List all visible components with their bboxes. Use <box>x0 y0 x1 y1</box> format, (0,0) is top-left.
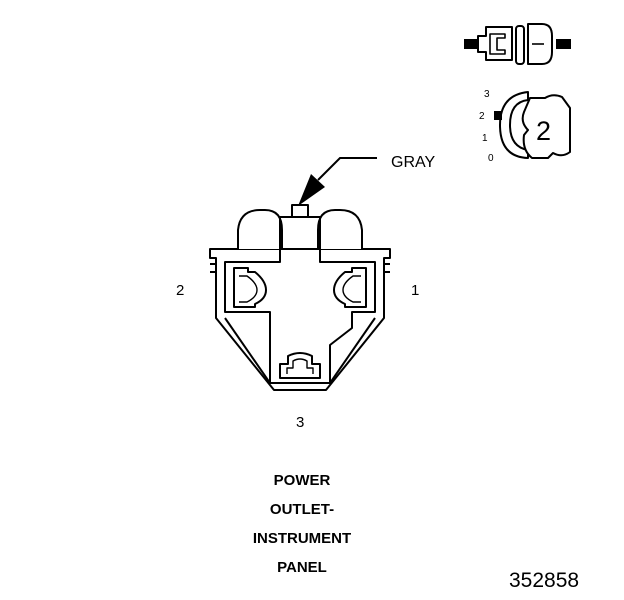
caption-line-1: POWER <box>274 472 331 489</box>
caption-line-4: PANEL <box>277 559 327 576</box>
caption-line-2: OUTLET- <box>270 501 334 518</box>
callout-leader <box>298 157 377 206</box>
caption-line-3: INSTRUMENT <box>253 530 351 547</box>
position-label-1: 1 <box>482 133 488 144</box>
position-label-0: 0 <box>488 153 494 164</box>
position-label-2: 2 <box>479 111 485 122</box>
position-label-3: 3 <box>484 89 490 100</box>
connector-end-view-icon <box>494 91 571 159</box>
pin-label-1: 1 <box>411 282 419 299</box>
pin-label-3: 3 <box>296 414 304 431</box>
connector-face <box>209 204 391 391</box>
color-callout-label: GRAY <box>391 154 435 171</box>
connector-side-view-icon <box>464 23 571 65</box>
figure-number: 352858 <box>509 569 579 592</box>
cavity-count-label: 2 <box>536 116 551 146</box>
pin-label-2: 2 <box>176 282 184 299</box>
